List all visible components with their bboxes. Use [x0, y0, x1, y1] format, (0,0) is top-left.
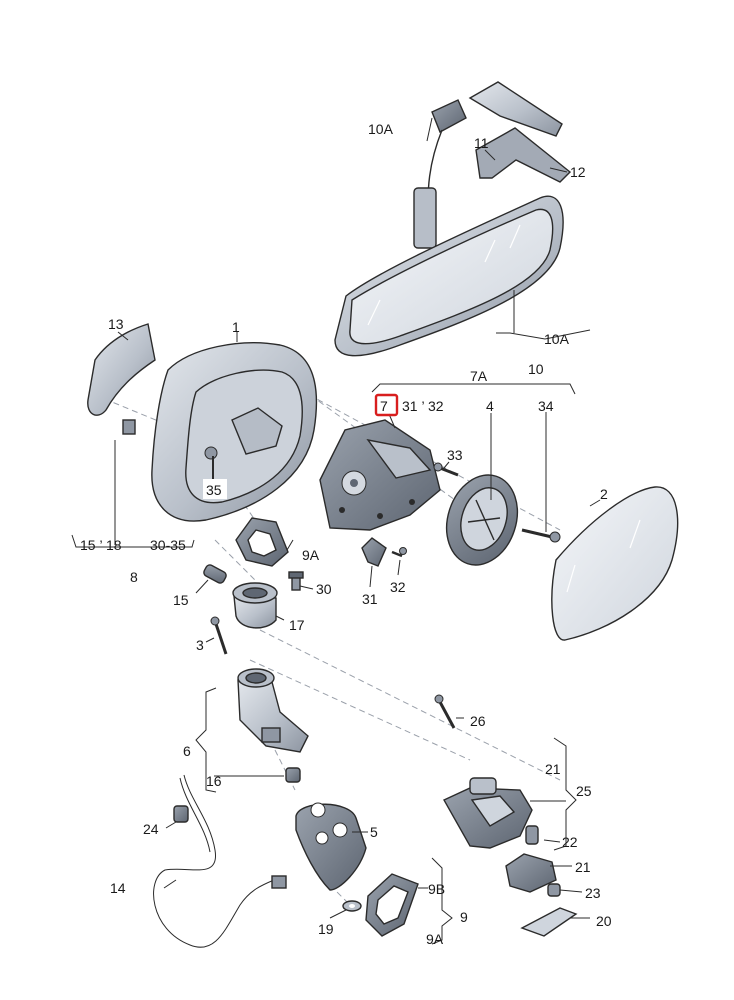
label-4: 4	[486, 398, 494, 414]
part-labels: 10A 11 12 10A 10 13 1 7A 7 31 ’ 32 4 34 …	[80, 121, 612, 947]
label-25: 25	[576, 783, 592, 799]
label-22: 22	[562, 834, 578, 850]
label-1: 1	[232, 319, 240, 335]
mirror-housing	[151, 342, 318, 522]
label-10: 10	[528, 361, 544, 377]
label-26: 26	[470, 713, 486, 729]
label-5: 5	[370, 824, 378, 840]
leader-lines	[71, 117, 601, 945]
label-20: 20	[596, 913, 612, 929]
label-15: 15	[173, 592, 189, 608]
label-2: 2	[600, 486, 608, 502]
label-21-bottom: 21	[575, 859, 591, 875]
label-10a-top: 10A	[368, 121, 394, 137]
grommet-16	[285, 767, 301, 783]
label-10a-mid: 10A	[544, 331, 570, 347]
label-8-left: 15 ’ 18	[80, 537, 122, 553]
mirror-base	[443, 777, 533, 849]
cable-harness	[153, 774, 287, 948]
label-12: 12	[570, 164, 586, 180]
label-23: 23	[585, 885, 601, 901]
label-16: 16	[206, 773, 222, 789]
label-9a-bottom: 9A	[426, 931, 444, 947]
label-35: 35	[206, 482, 222, 498]
motor-unit	[237, 668, 309, 753]
label-34: 34	[538, 398, 554, 414]
label-9: 9	[460, 909, 468, 925]
label-30: 30	[316, 581, 332, 597]
mounting-foot	[295, 802, 367, 891]
washer-and-gasket	[342, 873, 419, 937]
screws-upper	[212, 456, 561, 543]
label-17: 17	[289, 617, 305, 633]
small-fittings	[203, 564, 304, 591]
label-32: 32	[390, 579, 406, 595]
label-8-right: 30-35	[150, 537, 186, 553]
label-9a-top: 9A	[302, 547, 320, 563]
trim-strip	[87, 323, 156, 435]
mirror-glass	[551, 486, 679, 641]
label-14: 14	[110, 880, 126, 896]
lower-fittings	[505, 825, 578, 937]
label-6: 6	[183, 743, 191, 759]
gasket-upper	[235, 517, 289, 567]
clip-and-screw	[361, 537, 407, 567]
screw-26	[434, 694, 456, 729]
label-7: 7	[380, 398, 388, 414]
label-3: 3	[196, 637, 204, 653]
label-9b: 9B	[428, 881, 445, 897]
carrier-plate	[445, 474, 519, 566]
label-19: 19	[318, 921, 334, 937]
item-7-highlight	[374, 393, 399, 417]
label-31: 31	[362, 591, 378, 607]
base-collar	[232, 582, 278, 629]
label-8: 8	[130, 569, 138, 585]
screw-3	[210, 616, 228, 655]
label-11: 11	[474, 135, 489, 151]
label-35-backdrop	[203, 479, 227, 499]
label-13: 13	[108, 316, 124, 332]
interior-mirror	[334, 99, 564, 357]
label-7-tail: 31 ’ 32	[402, 398, 444, 414]
label-21-top: 21	[545, 761, 561, 777]
label-33: 33	[447, 447, 463, 463]
sensor-cover-parts	[468, 81, 572, 183]
label-7a: 7A	[470, 368, 488, 384]
adjustment-unit	[319, 419, 441, 531]
label-24: 24	[143, 821, 159, 837]
